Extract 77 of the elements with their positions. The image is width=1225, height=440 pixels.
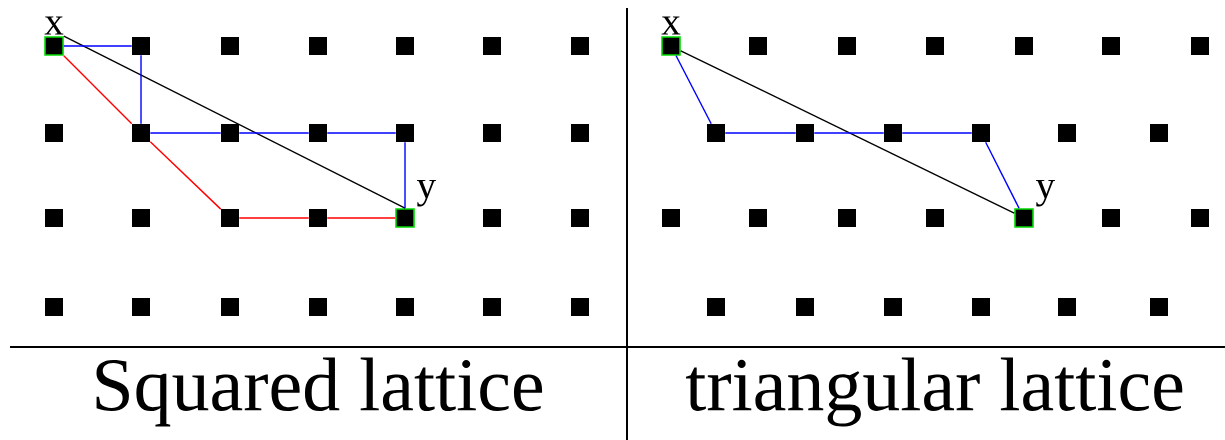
lattice-point: [571, 209, 589, 227]
lattice-point: [1058, 124, 1076, 142]
lattice-point: y: [1014, 179, 1055, 228]
path-line: [63, 45, 133, 47]
lattice-point: x: [661, 16, 681, 56]
lattice-point: [45, 209, 63, 227]
lattice-point: [796, 124, 814, 142]
lattice-point: [1191, 209, 1209, 227]
caption: triangular lattice: [686, 357, 1183, 427]
path-line: [724, 132, 797, 134]
path-line: [404, 141, 406, 209]
path-line: [238, 132, 310, 134]
path-line: [238, 217, 310, 219]
path-line: [63, 35, 406, 209]
lattice-point: [884, 124, 902, 142]
lattice-point: [221, 209, 239, 227]
node-label: x: [661, 16, 681, 35]
lattice-point: [309, 124, 327, 142]
lattice-point: [1102, 37, 1120, 55]
lattice-point: [1058, 298, 1076, 316]
lattice-point: [483, 37, 501, 55]
lattice-point: [926, 209, 944, 227]
lattice-point: [483, 298, 501, 316]
lattice-point: [972, 298, 990, 316]
path-line: [675, 55, 712, 125]
node-label: y: [416, 179, 437, 207]
path-line: [326, 217, 396, 219]
node-label: x: [44, 16, 64, 35]
path-line: [149, 132, 222, 134]
path-line: [813, 132, 885, 134]
lattice-point: [707, 298, 725, 316]
lattice-point: [1015, 37, 1033, 55]
lattice-point: [571, 37, 589, 55]
lattice-point: [396, 298, 414, 316]
lattice-point: [571, 298, 589, 316]
lattice-point: [221, 298, 239, 316]
path-line: [680, 50, 1015, 214]
lattice-point: [45, 124, 63, 142]
path-line: [149, 141, 222, 210]
lattice-point: [1150, 124, 1168, 142]
lattice-point: [132, 124, 150, 142]
node-label: y: [1035, 179, 1056, 207]
lattice-point: [1191, 37, 1209, 55]
lattice-point: x: [44, 16, 64, 56]
path-line: [326, 132, 397, 134]
lattice-point: [884, 298, 902, 316]
lattice-point: [796, 298, 814, 316]
lattice-point: [45, 298, 63, 316]
lattice-point: [838, 209, 856, 227]
lattice-point: [396, 37, 414, 55]
path-line: [985, 141, 1020, 209]
lattice-point: [662, 209, 680, 227]
lattice-point: [749, 37, 767, 55]
path-line: [901, 132, 973, 134]
lattice-point: [483, 124, 501, 142]
lattice-point: [707, 124, 725, 142]
lattice-point: [749, 209, 767, 227]
lattice-point: [1102, 209, 1120, 227]
path-line: [140, 54, 142, 125]
caption: Squared lattice: [96, 357, 543, 427]
lattice-point: [309, 298, 327, 316]
lattice-point: [571, 124, 589, 142]
lattice-point: [838, 37, 856, 55]
lattice-point: [309, 37, 327, 55]
lattice-point: [132, 209, 150, 227]
lattice-point: [483, 209, 501, 227]
lattice-point: [132, 298, 150, 316]
lattice-point: [396, 124, 414, 142]
lattice-point: [132, 37, 150, 55]
path-line: [63, 55, 133, 125]
lattice-point: [221, 124, 239, 142]
lattice-point: [221, 37, 239, 55]
lattice-point: [926, 37, 944, 55]
lattice-point: [1150, 298, 1168, 316]
lattice-point: y: [395, 179, 437, 228]
lattice-point: [309, 209, 327, 227]
lattice-point: [972, 124, 990, 142]
